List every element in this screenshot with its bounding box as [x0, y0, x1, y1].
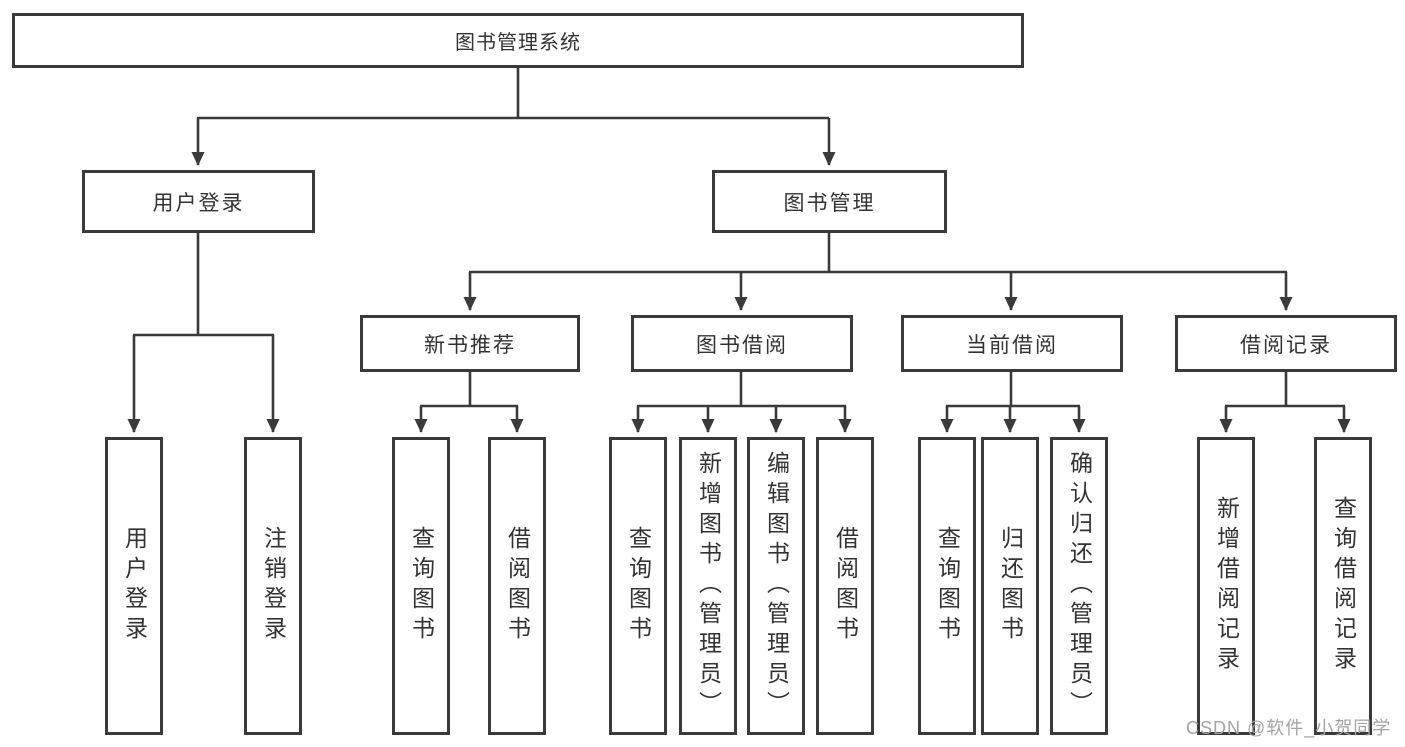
node-root-library-system: 图书管理系统 — [12, 13, 1024, 68]
node-label: 图书借阅 — [696, 333, 788, 357]
node-user-login-branch: 用户登录 — [82, 170, 315, 233]
node-label: 查询图书 — [934, 526, 961, 646]
node-label: 新增图书（管理员） — [695, 451, 722, 721]
node-new-book-recommend: 新书推荐 — [360, 315, 580, 372]
csdn-watermark: CSDN @软件_小贺同学 — [1186, 718, 1392, 738]
leaf-edit-books-admin: 编辑图书（管理员） — [747, 437, 805, 735]
node-label: 图书管理系统 — [455, 32, 581, 54]
leaf-confirm-return-admin: 确认归还（管理员） — [1050, 437, 1108, 735]
node-label: 查询借阅记录 — [1330, 496, 1357, 676]
leaf-logout: 注销登录 — [244, 437, 302, 735]
node-label: 借阅记录 — [1240, 333, 1332, 357]
leaf-borrow-books: 借阅图书 — [816, 437, 874, 735]
node-label: 当前借阅 — [966, 333, 1058, 357]
node-label: 注销登录 — [260, 526, 287, 646]
node-label: 查询图书 — [408, 526, 435, 646]
node-label: 借阅图书 — [832, 526, 859, 646]
node-label: 借阅图书 — [504, 526, 531, 646]
leaf-query-books-borrowing: 查询图书 — [609, 437, 667, 735]
leaf-return-books: 归还图书 — [981, 437, 1039, 735]
node-label: 用户登录 — [152, 191, 245, 215]
leaf-add-books-admin: 新增图书（管理员） — [679, 437, 737, 735]
leaf-query-books-recommend: 查询图书 — [392, 437, 450, 735]
node-label: 归还图书 — [997, 526, 1024, 646]
leaf-query-books-current: 查询图书 — [918, 437, 976, 735]
node-book-management-branch: 图书管理 — [712, 170, 947, 233]
leaf-borrow-books-recommend: 借阅图书 — [488, 437, 546, 735]
node-label: 新书推荐 — [424, 333, 516, 357]
leaf-query-borrow-record: 查询借阅记录 — [1314, 437, 1372, 735]
node-label: 确认归还（管理员） — [1066, 451, 1093, 721]
node-label: 编辑图书（管理员） — [763, 451, 790, 721]
leaf-add-borrow-record: 新增借阅记录 — [1197, 437, 1255, 735]
node-label: 用户登录 — [121, 526, 148, 646]
node-borrowing-records: 借阅记录 — [1175, 315, 1397, 372]
node-label: 图书管理 — [783, 191, 876, 215]
node-current-borrowing: 当前借阅 — [901, 315, 1123, 372]
node-label: 查询图书 — [625, 526, 652, 646]
node-book-borrowing: 图书借阅 — [631, 315, 853, 372]
node-label: 新增借阅记录 — [1213, 496, 1240, 676]
leaf-user-login: 用户登录 — [105, 437, 163, 735]
